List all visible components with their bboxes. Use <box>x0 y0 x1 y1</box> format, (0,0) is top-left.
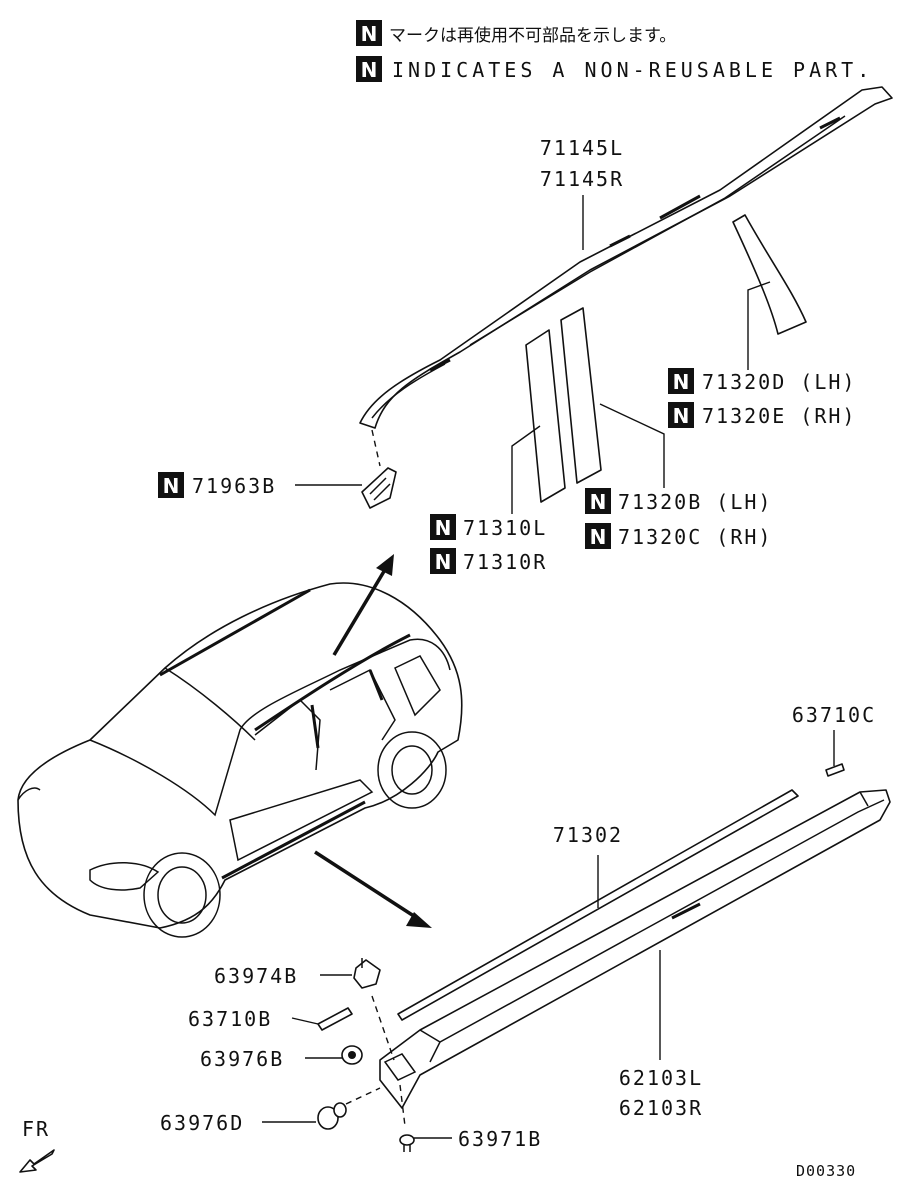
label-71310: N 71310L N 71310R <box>430 514 547 574</box>
svg-text:71320E (RH): 71320E (RH) <box>702 404 856 428</box>
grommet-63976B <box>341 1045 363 1065</box>
leader-71320BC <box>599 403 665 488</box>
front-pillar-tape-71310 <box>525 329 566 503</box>
leader-71320DE <box>747 281 771 370</box>
leader-71310 <box>511 425 541 514</box>
svg-text:71310R: 71310R <box>463 550 547 574</box>
legend-en-text: INDICATES A NON-REUSABLE PART. <box>392 58 873 82</box>
legend-jp-text: マークは再使用不可部品を示します。 <box>389 25 676 46</box>
svg-text:N: N <box>435 550 452 574</box>
fr-label: FR <box>22 1117 50 1141</box>
label-71145L: 71145L <box>540 136 624 160</box>
label-71963B: N 71963B <box>158 472 276 498</box>
svg-text:71963B: 71963B <box>192 474 276 498</box>
side-sill-garnish-62103 <box>371 789 891 1127</box>
svg-text:N: N <box>361 58 378 82</box>
vehicle-outline <box>17 582 463 938</box>
label-62103L: 62103L <box>619 1066 703 1090</box>
non-reusable-symbol <box>356 20 382 46</box>
center-pillar-tape-71320 <box>560 307 602 484</box>
fr-arrow-icon <box>19 1149 55 1173</box>
roof-moulding-71145 <box>359 86 893 429</box>
leader-63710B <box>291 1017 319 1025</box>
clip-71963B <box>361 429 397 509</box>
label-63971B: 63971B <box>458 1127 542 1151</box>
arrow-up <box>332 554 394 656</box>
svg-text:N: N <box>673 370 690 394</box>
non-reusable-symbol <box>356 56 382 82</box>
svg-text:71320C (RH): 71320C (RH) <box>618 525 772 549</box>
grommet-63976D <box>317 1087 381 1130</box>
rear-pillar-tape <box>732 214 807 335</box>
label-63974B: 63974B <box>214 964 298 988</box>
label-71320BC: N 71320B (LH) N 71320C (RH) <box>585 488 772 549</box>
clip-63974B <box>353 958 381 989</box>
legend-jp: N マークは再使用不可部品を示します。 <box>356 20 676 46</box>
label-62103R: 62103R <box>619 1096 703 1120</box>
label-71320DE: N 71320D (LH) N 71320E (RH) <box>668 368 856 428</box>
svg-text:N: N <box>361 22 378 46</box>
diagram-code: D00330 <box>796 1162 856 1180</box>
svg-text:71320D (LH): 71320D (LH) <box>702 370 856 394</box>
fr-direction-indicator: FR <box>19 1117 55 1173</box>
svg-text:N: N <box>590 490 607 514</box>
label-63710C: 63710C <box>792 703 876 727</box>
label-63710B: 63710B <box>188 1007 272 1031</box>
svg-text:71310L: 71310L <box>463 516 547 540</box>
label-71145R: 71145R <box>540 167 624 191</box>
svg-text:N: N <box>673 404 690 428</box>
label-71302: 71302 <box>553 823 623 847</box>
screw-63971B <box>399 1134 415 1152</box>
svg-text:71320B (LH): 71320B (LH) <box>618 490 772 514</box>
tape-63710B <box>317 1007 353 1031</box>
arrow-down <box>314 850 432 928</box>
label-63976B: 63976B <box>200 1047 284 1071</box>
svg-text:N: N <box>590 525 607 549</box>
label-63976D: 63976D <box>160 1111 244 1135</box>
svg-text:N: N <box>435 516 452 540</box>
svg-text:N: N <box>163 474 180 498</box>
legend-en: N INDICATES A NON-REUSABLE PART. <box>356 56 873 82</box>
tape-63710C <box>825 763 845 777</box>
